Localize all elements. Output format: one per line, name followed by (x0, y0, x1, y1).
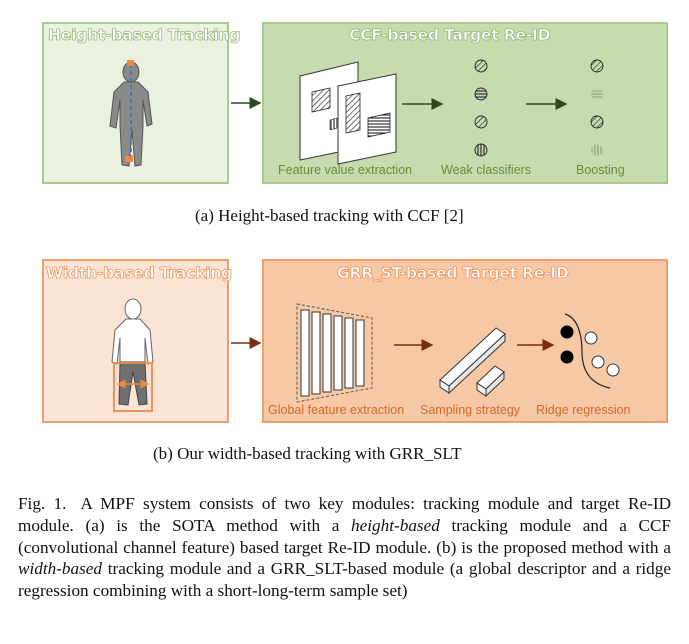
person-figure-width (111, 298, 154, 412)
figure-label: Fig. 1. (18, 494, 67, 513)
width-tracking-title: Width-based Tracking (46, 264, 233, 283)
figure-caption: Fig. 1.A MPF system consists of two key … (18, 494, 672, 601)
sampling-bars (439, 327, 506, 398)
feature-map-stack (299, 61, 397, 165)
subcaption-b: (b) Our width-based tracking with GRR_SL… (153, 444, 462, 463)
person-figure-height (109, 60, 153, 167)
boosting-circles (590, 59, 604, 157)
global-feature-bars (296, 303, 373, 403)
weak-classifiers-label: Weak classifiers (441, 163, 532, 177)
ridge-regression-label: Ridge regression (536, 403, 631, 417)
height-tracking-title: Height-based Tracking (48, 26, 241, 45)
grr-reid-title: GRR_ST-based Target Re-ID (337, 264, 569, 283)
global-feature-label: Global feature extraction (268, 403, 405, 417)
feature-extraction-label: Feature value extraction (278, 163, 413, 177)
sampling-strategy-label: Sampling strategy (420, 403, 521, 417)
ridge-regression-plot (560, 313, 620, 389)
ccf-reid-title: CCF-based Target Re-ID (349, 26, 551, 45)
weak-classifier-circles (474, 59, 488, 157)
subcaption-a: (a) Height-based tracking with CCF [2] (195, 206, 464, 225)
boosting-label: Boosting (576, 163, 625, 177)
